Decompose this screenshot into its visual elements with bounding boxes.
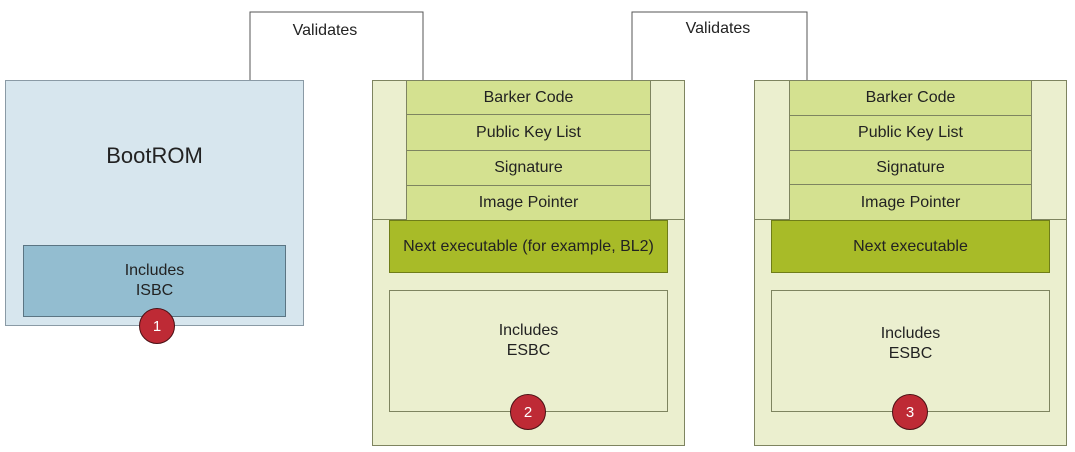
validates-connector-left: [249, 11, 424, 80]
image-a-field-public-key-list: Public Key List: [406, 114, 651, 151]
image-a-next-executable: Next executable (for example, BL2): [389, 220, 668, 273]
image-b-esbc-line1: Includes: [880, 325, 941, 342]
image-b-esbc-line2: ESBC: [888, 345, 933, 362]
image-a-esbc-box: Includes ESBC: [389, 290, 668, 412]
step-badge-2: 2: [510, 394, 546, 430]
step-badge-3: 3: [892, 394, 928, 430]
validates-label-left: Validates: [292, 22, 358, 39]
image-b-field-signature: Signature: [789, 150, 1032, 185]
isbc-box: Includes ISBC: [23, 245, 286, 317]
bootrom-title: BootROM: [106, 143, 203, 168]
image-a-esbc-line1: Includes: [498, 322, 559, 339]
step-badge-1: 1: [139, 308, 175, 344]
image-b-field-barker-code: Barker Code: [789, 80, 1032, 116]
image-a-field-image-pointer: Image Pointer: [406, 185, 651, 221]
image-b-field-public-key-list: Public Key List: [789, 115, 1032, 151]
isbc-line2: ISBC: [135, 282, 174, 299]
image-b-next-executable: Next executable: [771, 220, 1050, 273]
image-a-field-barker-code: Barker Code: [406, 80, 651, 115]
isbc-line1: Includes: [124, 262, 185, 279]
validates-label-right: Validates: [685, 20, 751, 37]
image-a-esbc-line2: ESBC: [506, 342, 551, 359]
validates-connector-right: [631, 11, 808, 80]
image-b-field-image-pointer: Image Pointer: [789, 184, 1032, 221]
image-b-esbc-box: Includes ESBC: [771, 290, 1050, 412]
image-a-field-signature: Signature: [406, 150, 651, 186]
